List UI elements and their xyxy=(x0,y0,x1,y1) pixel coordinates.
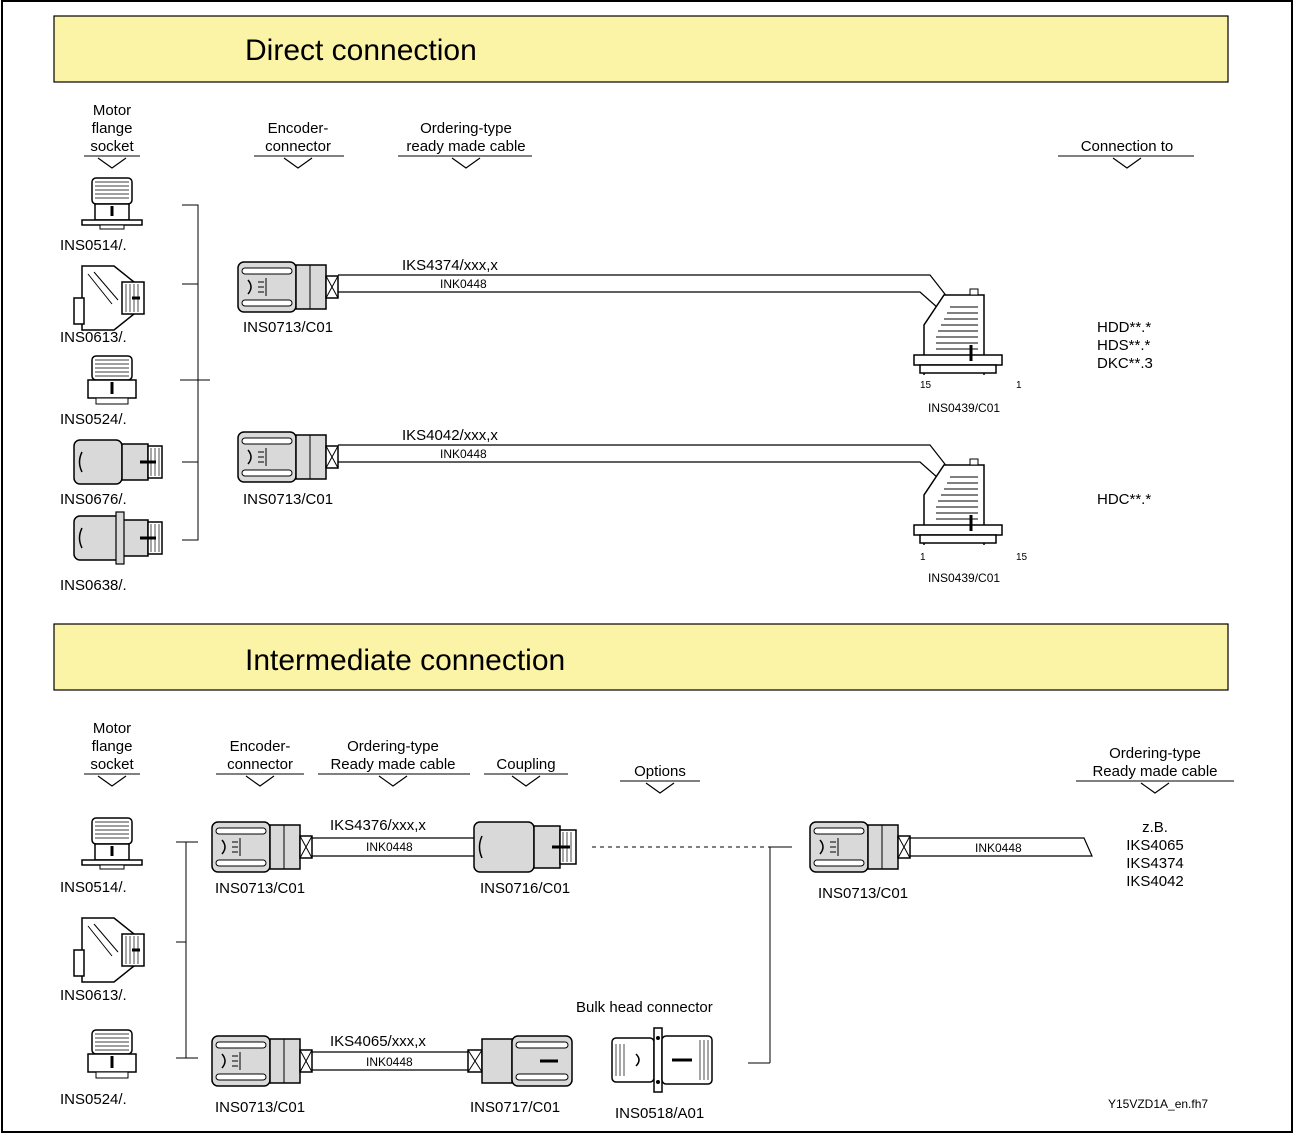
svg-text:Ordering-type: Ordering-type xyxy=(347,738,439,755)
svg-text:Connection to: Connection to xyxy=(1081,138,1174,155)
pin-number: 15 xyxy=(920,380,932,391)
svg-text:ready made cable: ready made cable xyxy=(406,138,525,155)
encoder-part-label: INS0713/C01 xyxy=(818,885,908,902)
encoder-connector-icon xyxy=(211,1035,313,1087)
svg-text:flange: flange xyxy=(92,738,133,755)
pin-number: 1 xyxy=(1016,380,1022,391)
socket-label: INS0676/. xyxy=(60,491,127,508)
encoder-part-label: INS0713/C01 xyxy=(215,1099,305,1116)
header-ordering-type-cable: Ordering-type Ready made cable xyxy=(318,738,470,787)
svg-text:socket: socket xyxy=(90,756,134,773)
svg-text:Coupling: Coupling xyxy=(496,756,555,773)
example-cable: IKS4042 xyxy=(1126,873,1184,890)
banner-direct xyxy=(53,15,1229,83)
socket-label: INS0514/. xyxy=(60,879,127,896)
header-encoder-connector: Encoder- connector xyxy=(216,738,304,787)
cable-name: IKS4065/xxx,x xyxy=(330,1033,426,1050)
encoder-connector-icon xyxy=(211,821,313,873)
target-drive: HDS**.* xyxy=(1097,337,1151,354)
wire-type: INK0448 xyxy=(440,277,487,291)
cable-line xyxy=(338,274,949,299)
header-coupling: Coupling xyxy=(484,756,568,787)
wire-type: INK0448 xyxy=(366,840,413,854)
header-ordering-type-cable: Ordering-type ready made cable xyxy=(398,120,532,169)
target-drive: HDD**.* xyxy=(1097,319,1151,336)
cable-line xyxy=(338,444,949,469)
svg-text:Encoder-: Encoder- xyxy=(230,738,291,755)
header-motor-flange-socket: Motor flange socket xyxy=(84,102,140,169)
wire-type: INK0448 xyxy=(440,447,487,461)
encoder-part-label: INS0713/C01 xyxy=(215,880,305,897)
socket-ins0524-icon xyxy=(86,1028,138,1080)
svg-text:Encoder-: Encoder- xyxy=(268,120,329,137)
svg-text:connector: connector xyxy=(265,138,331,155)
svg-text:Ordering-type: Ordering-type xyxy=(1109,745,1201,762)
cable-name: IKS4042/xxx,x xyxy=(402,427,498,444)
coupling-part-label: INS0716/C01 xyxy=(480,880,570,897)
socket-ins0676-icon xyxy=(72,438,164,486)
socket-label: INS0613/. xyxy=(60,329,127,346)
svg-text:Ready made cable: Ready made cable xyxy=(330,756,455,773)
socket-bracket xyxy=(180,204,210,541)
socket-label: INS0524/. xyxy=(60,411,127,428)
section-title-intermediate: Intermediate connection xyxy=(245,644,565,677)
cable-name: IKS4374/xxx,x xyxy=(402,257,498,274)
svg-text:flange: flange xyxy=(92,120,133,137)
section-title-direct: Direct connection xyxy=(245,34,477,67)
bulkhead-connector-icon xyxy=(610,1026,714,1094)
example-cable: IKS4065 xyxy=(1126,837,1184,854)
drawing-file-id: Y15VZD1A_en.fh7 xyxy=(1108,1097,1208,1111)
dsub-part-label: INS0439/C01 xyxy=(928,401,1000,415)
svg-text:Motor: Motor xyxy=(93,102,131,119)
svg-text:Ready made cable: Ready made cable xyxy=(1092,763,1217,780)
target-drive: HDC**.* xyxy=(1097,491,1151,508)
socket-bracket xyxy=(176,841,198,1059)
encoder-connector-icon xyxy=(237,261,339,313)
socket-label: INS0638/. xyxy=(60,577,127,594)
svg-text:Motor: Motor xyxy=(93,720,131,737)
cable-line xyxy=(338,291,939,309)
coupling-part-label: INS0717/C01 xyxy=(470,1099,560,1116)
coupling-icon xyxy=(472,820,578,874)
wire-type: INK0448 xyxy=(975,841,1022,855)
cable-line xyxy=(910,837,1093,857)
target-drive: DKC**.3 xyxy=(1097,355,1153,372)
socket-label: INS0514/. xyxy=(60,237,127,254)
svg-text:connector: connector xyxy=(227,756,293,773)
encoder-part-label: INS0713/C01 xyxy=(243,491,333,508)
header-connection-to: Connection to xyxy=(1058,138,1194,169)
banner-intermediate xyxy=(53,623,1229,691)
cable-name: IKS4376/xxx,x xyxy=(330,817,426,834)
socket-ins0524-icon xyxy=(86,354,138,406)
socket-label: INS0524/. xyxy=(60,1091,127,1108)
dsub-part-label: INS0439/C01 xyxy=(928,571,1000,585)
pin-number: 1 xyxy=(920,552,926,563)
example-cable: IKS4374 xyxy=(1126,855,1184,872)
example-cable: z.B. xyxy=(1142,819,1168,836)
cable-line xyxy=(338,461,939,479)
bulkhead-part-label: INS0518/A01 xyxy=(615,1105,704,1122)
svg-text:socket: socket xyxy=(90,138,134,155)
header-motor-flange-socket: Motor flange socket xyxy=(84,720,140,787)
header-options: Options xyxy=(620,763,700,794)
bulkhead-title: Bulk head connector xyxy=(576,999,713,1016)
header-ordering-type-cable-right: Ordering-type Ready made cable xyxy=(1076,745,1234,794)
header-encoder-connector: Encoder- connector xyxy=(254,120,344,169)
encoder-connector-icon xyxy=(809,821,911,873)
pin-number: 15 xyxy=(1016,552,1028,563)
svg-text:Options: Options xyxy=(634,763,686,780)
coupling-icon xyxy=(466,1034,574,1088)
socket-label: INS0613/. xyxy=(60,987,127,1004)
wire-type: INK0448 xyxy=(366,1055,413,1069)
svg-text:Ordering-type: Ordering-type xyxy=(420,120,512,137)
encoder-connector-icon xyxy=(237,431,339,483)
encoder-part-label: INS0713/C01 xyxy=(243,319,333,336)
